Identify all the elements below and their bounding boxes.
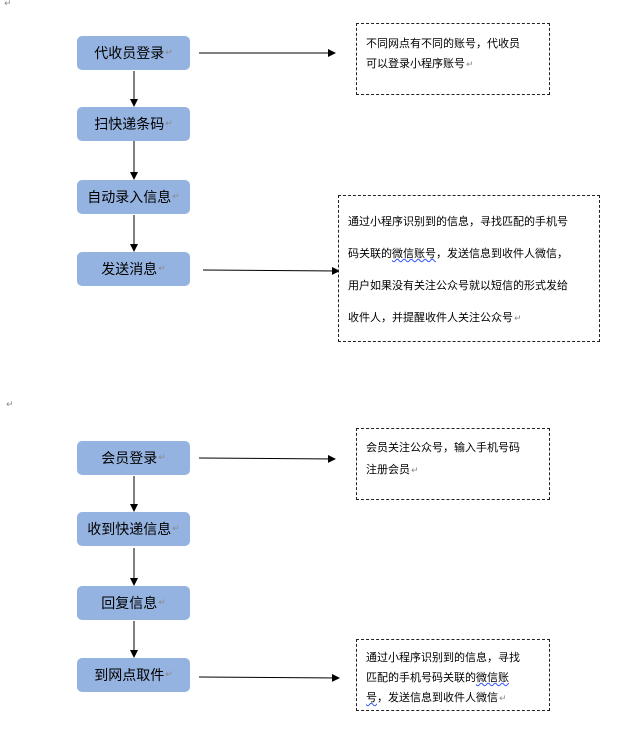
step-label: 扫快递条码 — [94, 117, 165, 133]
flow-step-receive-info: 收到快递信息↵ — [77, 512, 190, 546]
step-label: 到网点取件 — [94, 668, 165, 684]
step-label: 收到快递信息 — [87, 522, 172, 538]
note-arrow — [198, 673, 340, 682]
flow-step-scan-barcode: 扫快递条码↵ — [77, 107, 190, 141]
paragraph-mark: ↵ — [165, 670, 173, 680]
note-line: 号，发送信息到收件人微信↵ — [366, 691, 507, 704]
paragraph-mark: ↵ — [172, 192, 180, 202]
flow-step-auto-entry: 自动录入信息↵ — [77, 180, 190, 214]
flow-step-send-message: 发送消息↵ — [77, 252, 190, 286]
flow-step-member-login: 会员登录↵ — [77, 441, 190, 475]
note-pickup-detail: 通过小程序识别到的信息，寻找 匹配的手机号码关联的微信账 号，发送信息到收件人微… — [356, 639, 550, 711]
paragraph-mark: ↵ — [165, 48, 173, 58]
paragraph-mark: ↵ — [165, 119, 173, 129]
paragraph-mark: ↵ — [158, 264, 166, 274]
step-label: 会员登录 — [101, 451, 158, 467]
paragraph-mark: ↵ — [172, 524, 180, 534]
paragraph-mark: ↵ — [4, 0, 12, 9]
flow-step-pickup: 到网点取件↵ — [77, 658, 190, 692]
note-line: 可以登录小程序账号↵ — [366, 57, 474, 70]
paragraph-mark: ↵ — [6, 400, 14, 410]
step-label: 回复信息 — [101, 596, 158, 612]
paragraph-mark: ↵ — [158, 598, 166, 608]
note-courier-account: 不同网点有不同的账号，代收员 可以登录小程序账号↵ — [356, 23, 550, 95]
note-line: 码关联的微信账号，发送信息到收件人微信， — [348, 247, 568, 260]
note-line: 不同网点有不同的账号，代收员 — [366, 37, 520, 50]
paragraph-mark: ↵ — [158, 453, 166, 463]
step-label: 代收员登录 — [94, 46, 165, 62]
step-label: 发送消息 — [101, 262, 158, 278]
note-line: 匹配的手机号码关联的微信账 — [366, 671, 509, 684]
note-member-register: 会员关注公众号，输入手机号码 注册会员↵ — [356, 428, 550, 500]
note-send-message-detail: 通过小程序识别到的信息，寻找匹配的手机号 码关联的微信账号，发送信息到收件人微信… — [338, 195, 600, 342]
note-arrow — [202, 266, 340, 275]
flow-step-courier-login: 代收员登录↵ — [77, 36, 190, 70]
note-line: 用户如果没有关注公众号就以短信的形式发给 — [348, 279, 568, 292]
note-line: 通过小程序识别到的信息，寻找 — [366, 651, 520, 664]
note-arrow — [198, 454, 336, 463]
note-line: 收件人，并提醒收件人关注公众号↵ — [348, 311, 522, 324]
note-line: 通过小程序识别到的信息，寻找匹配的手机号 — [348, 215, 568, 228]
step-label: 自动录入信息 — [87, 190, 172, 206]
note-line: 注册会员↵ — [366, 463, 419, 476]
note-line: 会员关注公众号，输入手机号码 — [366, 441, 520, 454]
flow-step-reply-info: 回复信息↵ — [77, 586, 190, 620]
